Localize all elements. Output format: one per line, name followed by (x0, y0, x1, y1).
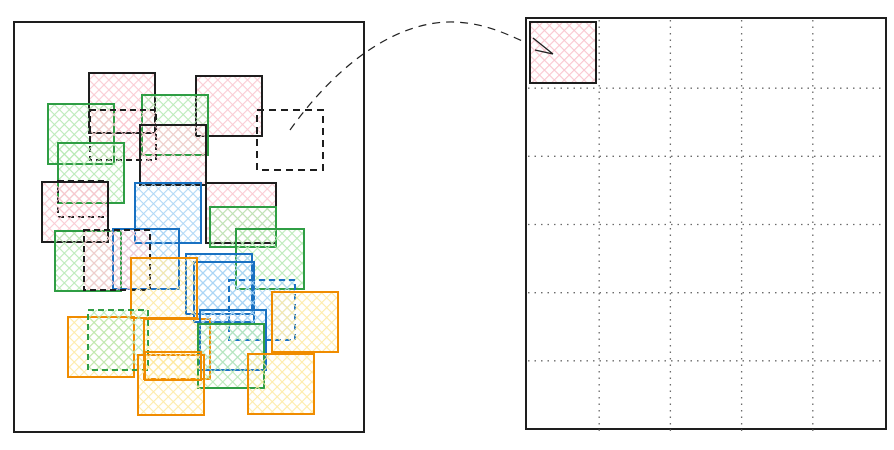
tile-yellow (247, 353, 315, 415)
source-panel (13, 21, 365, 433)
target-dotted-grid (528, 20, 884, 433)
tile-pink (139, 124, 207, 186)
move-connector (289, 21, 546, 131)
placed-tile (529, 21, 597, 84)
target-panel (525, 17, 887, 433)
placed-tile-pink (529, 21, 597, 84)
tile-yellow (271, 291, 339, 353)
tile-yellow (144, 351, 202, 381)
dashed-arc-connector (289, 21, 546, 131)
arrowhead-icon (532, 37, 554, 55)
source-tile-stack (41, 72, 339, 416)
target-panel-frame (525, 17, 887, 430)
tile-yellow (130, 257, 198, 319)
empty-slot-outline (256, 109, 324, 171)
